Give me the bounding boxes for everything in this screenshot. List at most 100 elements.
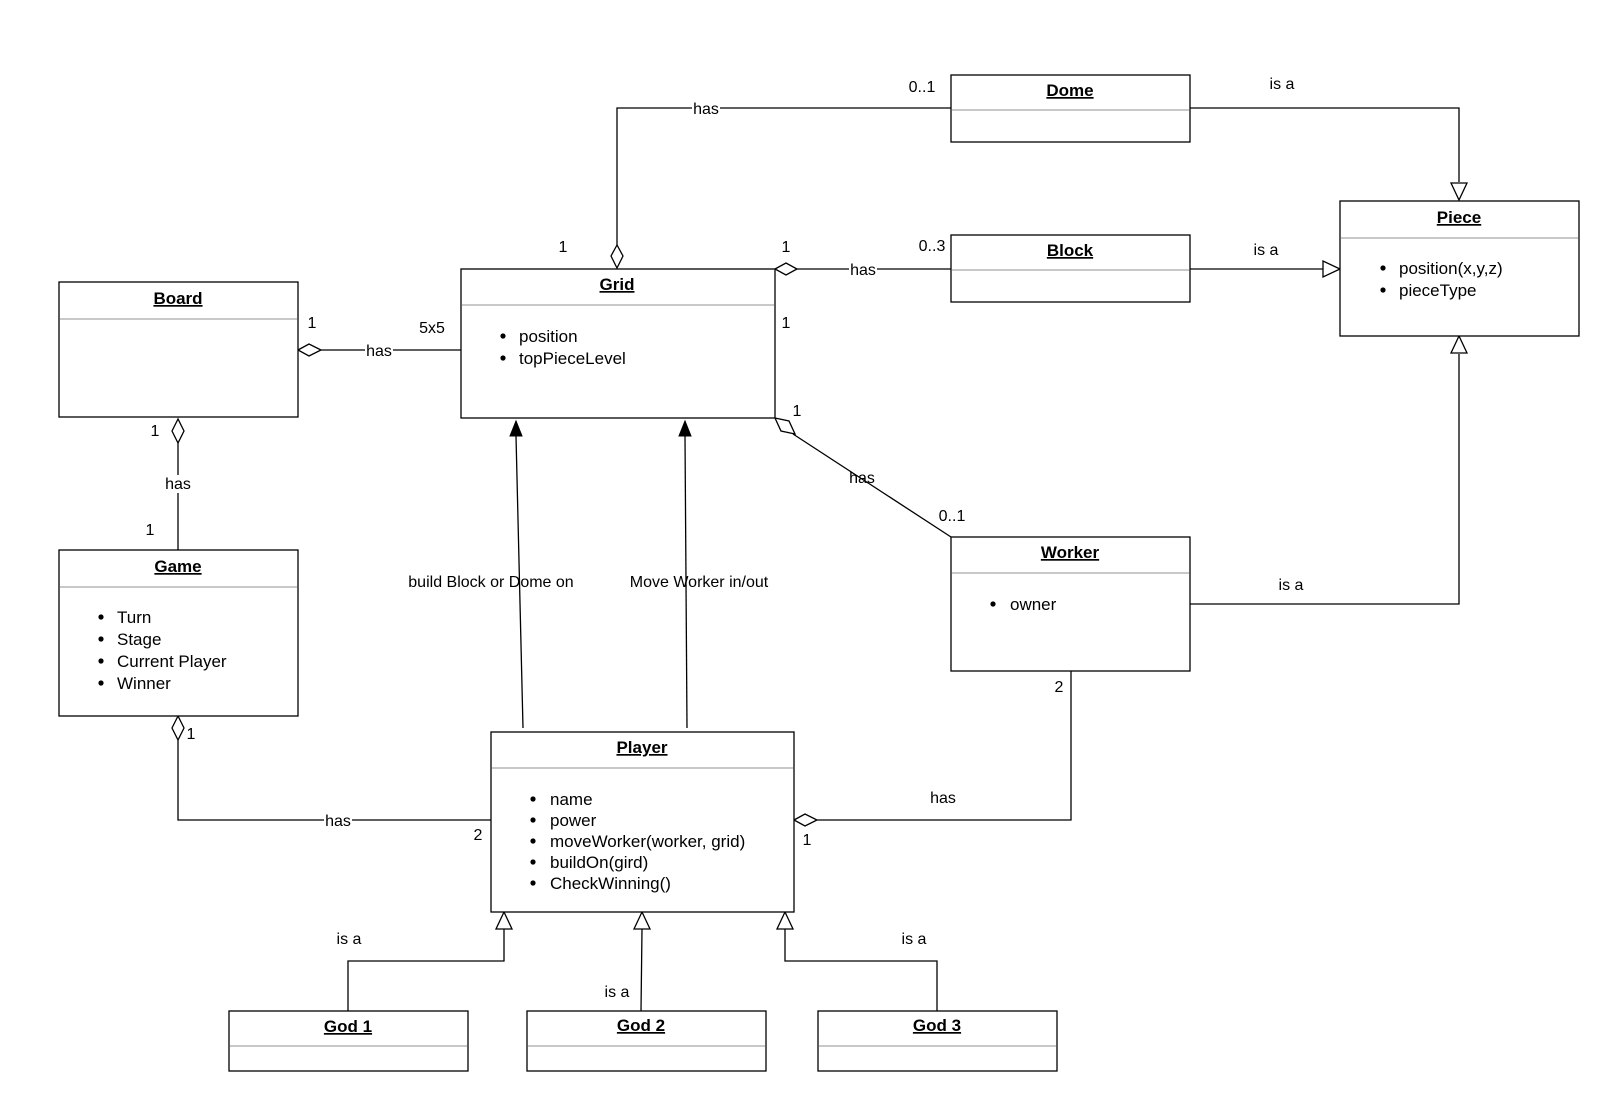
class-player[interactable]: Player name power moveWorker(worker, gri… — [490, 731, 795, 913]
mult-grid-dome-target: 0..1 — [909, 79, 936, 96]
edge-player-grid-move — [684, 435, 688, 729]
class-player-attr: buildOn(gird) — [550, 853, 648, 872]
class-piece-name: Piece — [1437, 208, 1481, 227]
class-player-attr: CheckWinning() — [550, 874, 671, 893]
edge-dome-piece — [1190, 107, 1460, 182]
class-worker-attr: owner — [1010, 595, 1057, 614]
label-board-grid: has — [366, 343, 392, 360]
label-grid-worker: has — [849, 470, 875, 487]
bullet — [530, 817, 536, 823]
aggregation-diamond-board-grid — [296, 343, 323, 357]
class-god2-name: God 2 — [617, 1016, 665, 1035]
class-block-name: Block — [1047, 241, 1094, 260]
class-player-name: Player — [616, 738, 667, 757]
mult-board-game-source: 1 — [151, 423, 160, 440]
aggregation-diamond-game-player — [171, 714, 185, 742]
class-piece-attr: pieceType — [1399, 281, 1477, 300]
mult-grid-dome-source: 1 — [559, 239, 568, 256]
class-god1-name: God 1 — [324, 1017, 372, 1036]
edge-player-grid-build — [515, 435, 524, 729]
bullet — [990, 601, 996, 607]
class-worker[interactable]: Worker owner — [950, 536, 1191, 672]
bullet — [530, 859, 536, 865]
class-grid-attr: topPieceLevel — [519, 349, 626, 368]
edge-god2-player — [640, 928, 643, 1012]
class-board-name: Board — [153, 289, 202, 308]
label-god3-player: is a — [902, 931, 927, 948]
aggregation-diamond-player-worker — [792, 813, 819, 827]
bullet — [530, 796, 536, 802]
class-player-attr: power — [550, 811, 597, 830]
edge-god3-player — [784, 929, 938, 1011]
class-grid-name: Grid — [600, 275, 635, 294]
mult-game-player-source: 1 — [187, 726, 196, 743]
label-worker-piece: is a — [1279, 577, 1304, 594]
label-god1-player: is a — [337, 931, 362, 948]
generalization-triangle-god3-player — [775, 910, 795, 930]
class-game-attr: Turn — [117, 608, 151, 627]
bullet — [500, 333, 506, 339]
class-game-attr: Winner — [117, 674, 171, 693]
generalization-triangle-dome-piece — [1449, 182, 1469, 202]
edge-game-player — [177, 740, 491, 821]
bullet — [530, 880, 536, 886]
class-worker-name: Worker — [1041, 543, 1100, 562]
mult-grid-worker-source: 1 — [793, 403, 802, 420]
class-player-attr: moveWorker(worker, grid) — [550, 832, 745, 851]
mult-player-worker-source: 1 — [803, 832, 812, 849]
class-block[interactable]: Block — [950, 234, 1191, 303]
class-god1[interactable]: God 1 — [228, 1010, 469, 1072]
bullet — [530, 838, 536, 844]
mult-board-grid-source: 1 — [308, 315, 317, 332]
class-player-attr: name — [550, 790, 593, 809]
class-game[interactable]: Game Turn Stage Current Player Winner — [58, 549, 299, 717]
class-grid-attr: position — [519, 327, 578, 346]
aggregation-diamond-board-game — [171, 417, 185, 445]
label-player-worker: has — [930, 790, 956, 807]
class-god3-name: God 3 — [913, 1016, 961, 1035]
class-god2[interactable]: God 2 — [526, 1010, 767, 1072]
label-game-player: has — [325, 813, 351, 830]
arrowhead-player-grid-build — [509, 419, 523, 437]
label-dome-piece: is a — [1270, 76, 1295, 93]
label-player-move: Move Worker in/out — [630, 574, 769, 591]
mult-board-grid-target: 5x5 — [419, 320, 445, 337]
mult-grid-worker-target: 0..1 — [939, 508, 966, 525]
aggregation-diamond-grid-dome — [610, 243, 624, 270]
mult-game-player-target: 2 — [474, 827, 483, 844]
bullet — [98, 636, 104, 642]
arrowhead-player-grid-move — [678, 419, 692, 437]
mult-grid-right: 1 — [782, 315, 791, 332]
generalization-triangle-god1-player — [494, 910, 514, 930]
generalization-triangle-worker-piece — [1449, 334, 1469, 354]
aggregation-diamond-grid-worker — [773, 417, 797, 435]
class-god3[interactable]: God 3 — [817, 1010, 1058, 1072]
bullet — [98, 658, 104, 664]
mult-grid-block-target: 0..3 — [919, 238, 946, 255]
bullet — [1380, 287, 1386, 293]
label-block-piece: is a — [1254, 242, 1279, 259]
label-god2-player: is a — [605, 984, 630, 1001]
label-grid-dome: has — [693, 101, 719, 118]
class-dome-name: Dome — [1046, 81, 1093, 100]
mult-board-game-target: 1 — [146, 522, 155, 539]
label-grid-block: has — [850, 262, 876, 279]
edge-player-worker — [817, 671, 1072, 821]
class-piece-attr: position(x,y,z) — [1399, 259, 1503, 278]
bullet — [98, 614, 104, 620]
class-piece[interactable]: Piece position(x,y,z) pieceType — [1339, 200, 1580, 337]
class-dome[interactable]: Dome — [950, 74, 1191, 143]
class-game-attr: Stage — [117, 630, 161, 649]
bullet — [1380, 265, 1386, 271]
class-game-attr: Current Player — [117, 652, 227, 671]
label-board-game: has — [165, 476, 191, 493]
bullet — [500, 355, 506, 361]
aggregation-diamond-grid-block — [773, 262, 799, 276]
generalization-triangle-block-piece — [1322, 259, 1342, 279]
edge-worker-piece — [1190, 354, 1460, 605]
class-grid[interactable]: Grid position topPieceLevel — [460, 268, 776, 419]
mult-player-worker-target: 2 — [1055, 679, 1064, 696]
class-board[interactable]: Board — [58, 281, 299, 418]
edge-grid-worker — [792, 433, 952, 538]
